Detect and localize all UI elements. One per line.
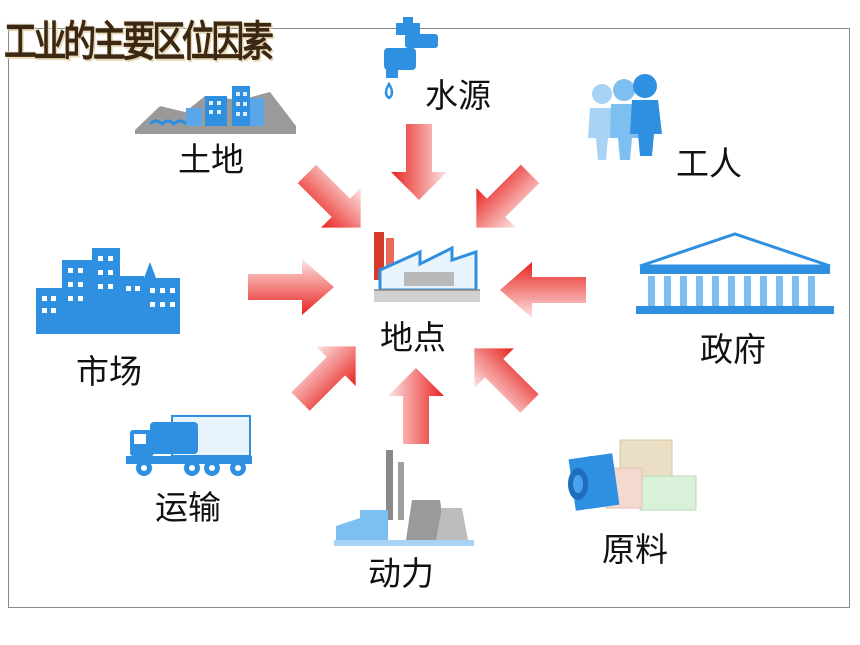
faucet-icon bbox=[384, 17, 438, 100]
arrow-from-government bbox=[500, 262, 586, 318]
power-plant-icon bbox=[334, 450, 474, 546]
label-land: 土地 bbox=[178, 140, 244, 179]
city-buildings-icon bbox=[36, 248, 180, 334]
truck-icon bbox=[126, 415, 252, 476]
raw-materials-icon bbox=[568, 439, 697, 511]
label-labor: 工人 bbox=[676, 144, 742, 183]
arrow-from-labor bbox=[476, 164, 540, 228]
land-icon bbox=[135, 86, 296, 134]
arrow-from-power bbox=[388, 368, 444, 444]
arrow-from-transport bbox=[291, 346, 356, 411]
arrow-from-land bbox=[297, 164, 361, 228]
label-market: 市场 bbox=[76, 352, 142, 391]
diagram-title: 工业的主要区位因素 bbox=[4, 17, 274, 66]
label-center: 地点 bbox=[380, 318, 446, 357]
factory-icon bbox=[374, 232, 480, 302]
label-water: 水源 bbox=[425, 76, 491, 115]
arrow-from-raw-materials bbox=[474, 348, 539, 413]
label-government: 政府 bbox=[700, 330, 766, 369]
label-transport: 运输 bbox=[155, 488, 221, 527]
label-raw-materials: 原料 bbox=[602, 530, 668, 569]
government-building-icon bbox=[636, 232, 834, 314]
workers-icon bbox=[588, 74, 662, 160]
arrow-from-market bbox=[248, 259, 334, 315]
label-power: 动力 bbox=[368, 554, 434, 593]
arrow-from-water bbox=[391, 124, 447, 200]
